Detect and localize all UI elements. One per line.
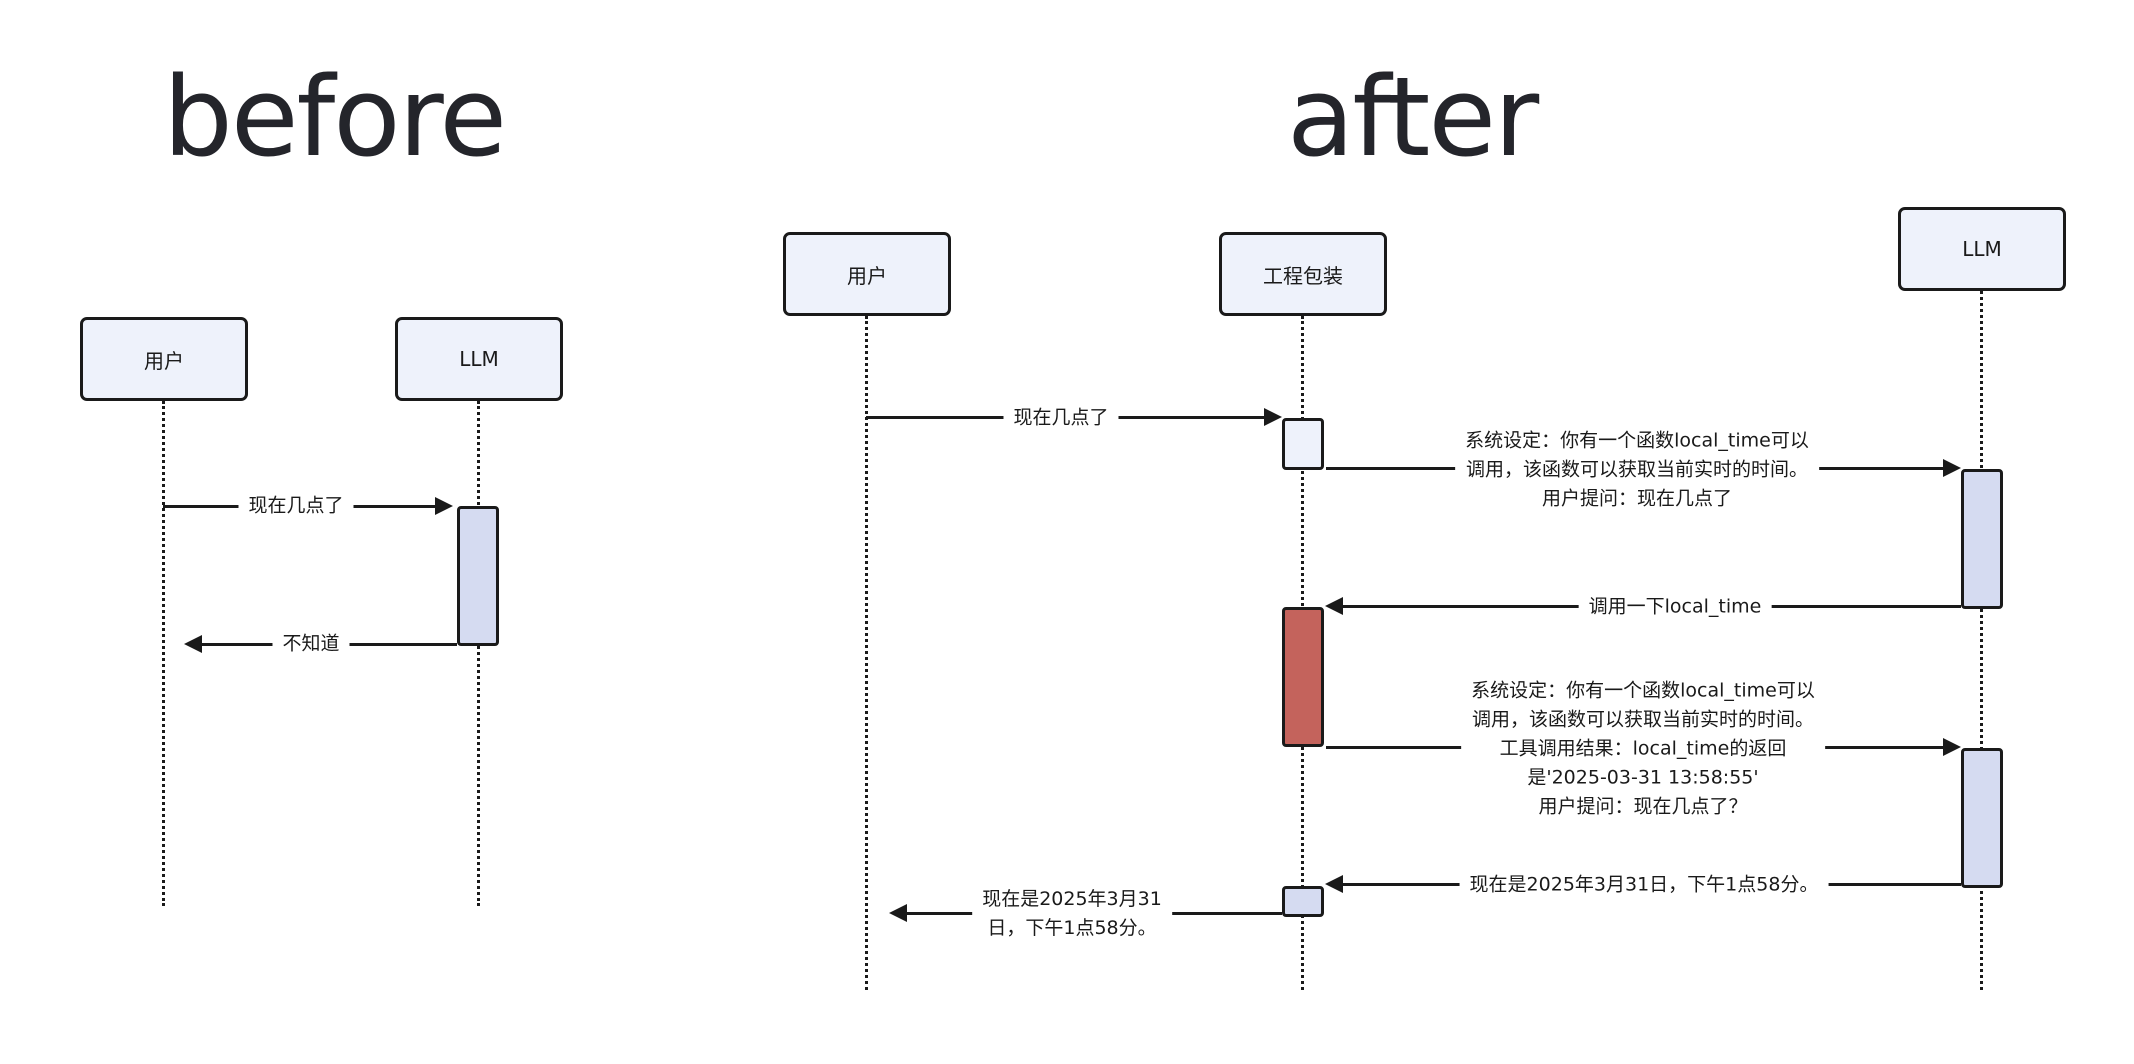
before-lifeline-user [162, 401, 165, 906]
before-reply-label: 不知道 [272, 629, 350, 659]
after-actor-wrapper: 工程包装 [1219, 232, 1387, 316]
before-title: before [163, 53, 507, 181]
after-ask-label: 现在几点了 [1003, 403, 1119, 433]
after-lifeline-llm [1980, 291, 1983, 990]
after-llm-answer-label: 现在是2025年3月31日，下午1点58分。 [1459, 870, 1829, 900]
after-prompt2-label: 系统设定：你有一个函数local_time可以 调用，该函数可以获取当前实时的时… [1461, 676, 1825, 822]
before-actor-user: 用户 [80, 317, 248, 401]
after-ask-arrowhead [1264, 408, 1282, 426]
after-actor-llm-label: LLM [1962, 237, 2002, 261]
after-tool-call-label: 调用一下local_time [1578, 592, 1772, 622]
after-wrapper-activation-2 [1282, 886, 1324, 917]
after-prompt1-label: 系统设定：你有一个函数local_time可以 调用，该函数可以获取当前实时的时… [1455, 426, 1819, 514]
after-wrapper-activation-1 [1282, 418, 1324, 470]
before-llm-activation [457, 506, 499, 646]
before-reply-arrowhead [184, 635, 202, 653]
before-actor-llm-label: LLM [459, 347, 499, 371]
after-title: after [1287, 53, 1539, 181]
after-llm-activation-1 [1961, 469, 2003, 609]
after-llm-activation-2 [1961, 748, 2003, 888]
before-ask-arrowhead [435, 497, 453, 515]
after-tool-call-arrowhead [1325, 597, 1343, 615]
before-lifeline-llm [477, 401, 480, 906]
after-final-answer-label: 现在是2025年3月31 日，下午1点58分。 [972, 885, 1172, 943]
after-prompt2-arrowhead [1943, 738, 1961, 756]
after-actor-user-label: 用户 [847, 263, 887, 288]
after-actor-llm: LLM [1898, 207, 2066, 291]
after-lifeline-user [865, 316, 868, 990]
after-llm-answer-arrowhead [1325, 875, 1343, 893]
before-actor-user-label: 用户 [144, 348, 184, 373]
after-prompt1-arrowhead [1943, 459, 1961, 477]
after-actor-wrapper-label: 工程包装 [1263, 263, 1343, 288]
before-ask-label: 现在几点了 [238, 491, 354, 521]
after-actor-user: 用户 [783, 232, 951, 316]
before-actor-llm: LLM [395, 317, 563, 401]
after-final-answer-arrowhead [889, 904, 907, 922]
after-wrapper-tool-activation [1282, 607, 1324, 747]
